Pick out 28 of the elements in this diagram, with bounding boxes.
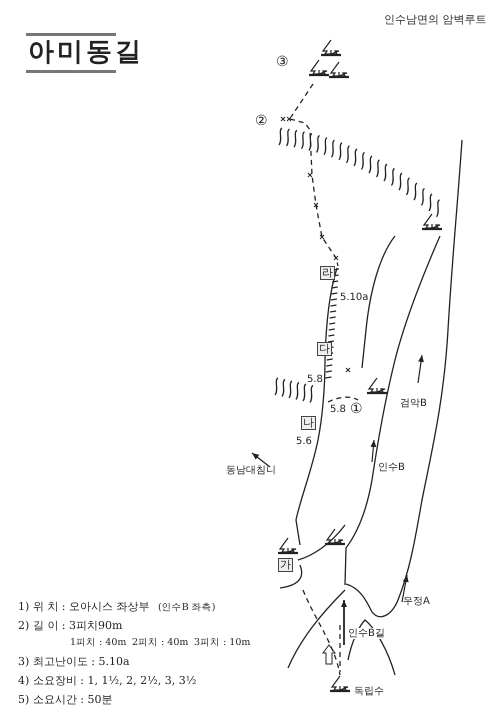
- grade-label: 5.6: [296, 436, 312, 447]
- pitch-marker: 가: [278, 558, 293, 572]
- info-text: 2) 길 이 : 3피치90m: [18, 620, 122, 632]
- belay-number: ①: [350, 402, 363, 418]
- tree-name: 독립수: [354, 686, 384, 697]
- title: 아미동길: [28, 38, 144, 67]
- grade-label: 5.10a: [340, 292, 368, 303]
- pitch-marker: 나: [301, 416, 316, 430]
- pitch-marker: 라: [320, 266, 335, 280]
- belay-number: ③: [276, 55, 289, 70]
- route-name: 동남대침니: [226, 465, 276, 476]
- route-name: 인수B길: [348, 628, 385, 639]
- info-text: 3) 최고난이도 : 5.10a: [18, 656, 130, 668]
- grade-label: 5.8: [330, 404, 346, 415]
- info-text: 1) 위 치 : 오아시스 좌상부: [18, 601, 150, 614]
- info-text: 3피치 : 10m: [194, 638, 250, 648]
- info-text: 2피치 : 40m: [132, 638, 188, 648]
- info-text: (인수B 좌측): [158, 603, 216, 614]
- grade-label: 5.8: [307, 374, 323, 385]
- route-name: 우정A: [403, 596, 430, 607]
- info-text: 4) 소요장비 : 1, 1½, 2, 2½, 3, 3½: [18, 675, 196, 688]
- belay-number: ②: [255, 114, 268, 130]
- route-name: 검악B: [400, 398, 427, 409]
- info-text: 1피치 : 40m: [70, 638, 126, 648]
- info-text: 5) 소요시간 : 50분: [18, 694, 112, 706]
- page-header: 인수남면의 암벽루트: [384, 14, 486, 26]
- pitch-marker: 다: [317, 342, 332, 356]
- route-name: 인수B: [378, 462, 405, 473]
